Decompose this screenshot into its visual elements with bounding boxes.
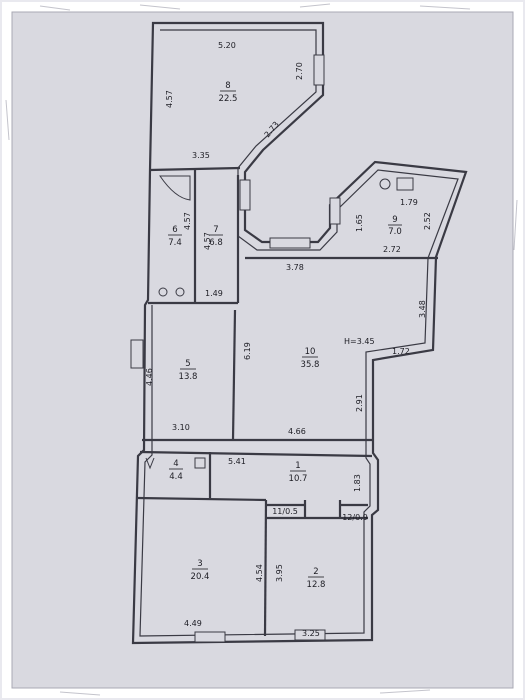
toilet-icon xyxy=(158,287,168,297)
window-8-right xyxy=(313,54,325,86)
wall-5-10 xyxy=(231,309,237,441)
wall-3-2 xyxy=(263,499,268,637)
frame-edge-marks xyxy=(5,3,518,696)
wall-4-top xyxy=(139,450,373,458)
dim-label: 2.52 xyxy=(423,212,432,230)
dim-label: 3.10 xyxy=(172,423,190,432)
dim-label: 1.83 xyxy=(353,474,362,492)
dim-label: 4.46 xyxy=(145,368,154,386)
window-9-bay xyxy=(329,197,341,225)
dim-label: 1.79 xyxy=(400,198,418,207)
room-10-label: 10 35.8 xyxy=(301,347,320,370)
room-12-label: 12/0.9 xyxy=(342,513,368,522)
wall-8-bottom xyxy=(149,166,241,172)
dim-label: 6.19 xyxy=(243,342,252,360)
room-area: 12.8 xyxy=(307,580,326,590)
dim-label: 4.49 xyxy=(184,619,202,628)
room-area: 10.7 xyxy=(289,474,308,484)
room-area: 13.8 xyxy=(179,372,198,382)
room-area: 4.4 xyxy=(169,472,183,482)
fixtures xyxy=(145,175,414,470)
room-3-label: 3 20.4 xyxy=(191,559,210,582)
ceiling-height-label: H=3.45 xyxy=(344,337,375,346)
dim-label: 4.57 xyxy=(165,90,174,108)
window-8-bay xyxy=(239,179,251,211)
room-area: 7.4 xyxy=(168,238,182,248)
dim-label: 2.72 xyxy=(383,245,401,254)
room-8-label: 8 22.5 xyxy=(219,81,238,104)
room-11-label: 11/0.5 xyxy=(272,507,298,516)
sink-icon xyxy=(175,287,185,297)
bath-4-icon xyxy=(145,457,155,470)
dim-label: 3.95 xyxy=(275,564,284,582)
room-number: 8 xyxy=(225,81,230,91)
windows xyxy=(130,54,341,643)
room-6-label: 6 7.4 xyxy=(168,225,182,248)
room-labels: 8 22.5 6 7.4 7 6.8 9 7.0 5 13.8 10 35.8 xyxy=(168,81,402,590)
room-number: 3 xyxy=(197,559,202,569)
room-number: 9 xyxy=(392,215,397,225)
room-4-label: 4 4.4 xyxy=(169,459,183,482)
kitchen-counter xyxy=(396,177,414,191)
sink-4-icon xyxy=(194,457,206,469)
room-7-label: 7 6.8 xyxy=(209,225,223,248)
window-3-bottom xyxy=(194,631,226,643)
window-5-left xyxy=(130,339,144,369)
room-area: 20.4 xyxy=(191,572,210,582)
dimension-labels: 5.20 4.57 2.70 2.73 3.35 4.57 4.57 1.65 … xyxy=(145,41,432,638)
room-area: 35.8 xyxy=(301,360,320,370)
room-number: 5 xyxy=(185,359,190,369)
dim-label: 3.78 xyxy=(286,263,304,272)
dim-label: 3.25 xyxy=(302,629,320,638)
room-number: 7 xyxy=(213,225,218,235)
room-5-label: 5 13.8 xyxy=(179,359,198,382)
dim-label: 2.70 xyxy=(295,62,304,80)
dim-label: 3.35 xyxy=(192,151,210,160)
room-area: 7.0 xyxy=(388,227,402,237)
room-number: 4 xyxy=(173,459,178,469)
dim-label: 1.49 xyxy=(205,289,223,298)
room-number: 2 xyxy=(313,567,318,577)
dim-label: 5.20 xyxy=(218,41,236,50)
window-10-bay xyxy=(269,237,311,249)
room-number: 1 xyxy=(295,461,300,471)
room-area: 6.8 xyxy=(209,238,223,248)
room-1-label: 1 10.7 xyxy=(289,461,308,484)
dim-label: 3.48 xyxy=(418,300,427,318)
room-9-label: 9 7.0 xyxy=(388,215,402,237)
door-swing-6 xyxy=(159,175,191,201)
stove-icon xyxy=(379,178,391,190)
dim-label: 4.57 xyxy=(203,232,212,250)
outer-wall-inner xyxy=(139,29,459,637)
room-area: 22.5 xyxy=(219,94,238,104)
room-number: 10 xyxy=(305,347,316,357)
dim-label: 4.57 xyxy=(183,212,192,230)
room-2-label: 2 12.8 xyxy=(307,567,326,590)
wall-3-2-top xyxy=(137,496,267,502)
window-2-bottom xyxy=(294,629,326,641)
room-number: 6 xyxy=(172,225,177,235)
dim-label: 1.72 xyxy=(392,347,410,356)
dim-label: 2.91 xyxy=(355,394,364,412)
dim-label: 1.65 xyxy=(355,214,364,232)
dim-label: 5.41 xyxy=(228,457,246,466)
paper-sheet xyxy=(11,11,514,689)
dim-label: 4.66 xyxy=(288,427,306,436)
dim-label: 4.54 xyxy=(255,564,264,582)
